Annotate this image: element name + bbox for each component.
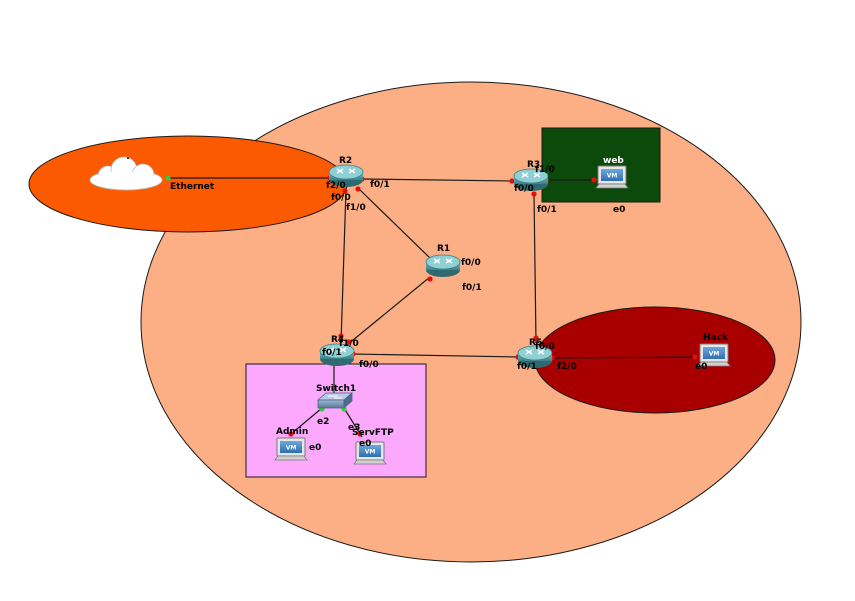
port-label: f1/0 — [535, 165, 555, 175]
router-r1[interactable] — [425, 254, 461, 278]
port-label: f0/0 — [461, 258, 481, 268]
link-r1-r4 — [346, 276, 431, 346]
port-dot — [288, 431, 294, 437]
port-label: e2 — [317, 417, 329, 427]
port-dot — [357, 431, 363, 437]
cloud-icon — [89, 156, 163, 191]
port-dot — [533, 335, 539, 341]
port-label: f0/1 — [370, 180, 390, 190]
port-dot — [342, 188, 348, 194]
port-label: f2/0 — [326, 181, 346, 191]
port-dot — [355, 186, 361, 192]
port-dot — [591, 177, 597, 183]
admin-name: Admin — [276, 427, 308, 437]
admin-zone — [245, 363, 427, 478]
pc-admin[interactable] — [274, 437, 308, 461]
servftp-name: ServFTP — [352, 428, 394, 438]
cloud-name: . — [126, 152, 129, 162]
links — [168, 177, 699, 438]
port-label: Ethernet — [170, 182, 215, 192]
port-dot — [692, 354, 698, 360]
port-label: f0/0 — [359, 360, 379, 370]
r5-name: R5 — [529, 338, 542, 348]
web-name: web — [603, 156, 624, 166]
port-label: f0/1 — [462, 283, 482, 293]
cloud-node[interactable] — [89, 156, 163, 191]
port-label: f0/0 — [331, 193, 351, 203]
hack-name: Hack — [703, 333, 729, 343]
port-dot — [509, 178, 515, 184]
computer-icon — [274, 437, 308, 461]
hack-zone — [534, 306, 776, 414]
port-dot — [165, 175, 171, 181]
port-dot — [427, 276, 433, 282]
r2-name: R2 — [339, 156, 352, 166]
switch1-name: Switch1 — [316, 384, 356, 394]
port-label: f0/1 — [517, 362, 537, 372]
port-label: e0 — [695, 362, 707, 372]
port-dot — [531, 191, 537, 197]
pc-web[interactable] — [595, 165, 629, 189]
switch-icon — [316, 392, 354, 409]
link-r3-r5 — [533, 192, 537, 344]
link-r5-hack — [551, 356, 699, 359]
port-label: e0 — [359, 439, 371, 449]
port-label: f0/0 — [535, 342, 555, 352]
port-label: f2/0 — [557, 362, 577, 372]
port-label: e3 — [348, 423, 360, 433]
port-label: f1/0 — [339, 339, 359, 349]
link-r2-r3 — [361, 178, 515, 182]
link-r2-r4 — [340, 188, 347, 344]
port-label: f0/1 — [322, 348, 342, 358]
router-icon — [425, 254, 461, 278]
port-label: f0/0 — [514, 184, 534, 194]
port-dot — [346, 339, 352, 345]
computer-icon — [595, 165, 629, 189]
port-label: e0 — [309, 443, 321, 453]
link-switch1-admin — [290, 407, 323, 435]
switch1-node[interactable] — [316, 392, 354, 409]
web-zone — [541, 127, 661, 203]
link-r4-r5 — [351, 353, 519, 358]
link-r2-r1 — [357, 187, 433, 261]
port-dot — [338, 333, 344, 339]
r3-name: R3 — [527, 160, 540, 170]
r1-name: R1 — [437, 244, 450, 254]
port-label: f1/0 — [346, 203, 366, 213]
port-label: e0 — [613, 205, 625, 215]
port-label: f0/1 — [537, 205, 557, 215]
r4-name: R4 — [331, 335, 344, 345]
